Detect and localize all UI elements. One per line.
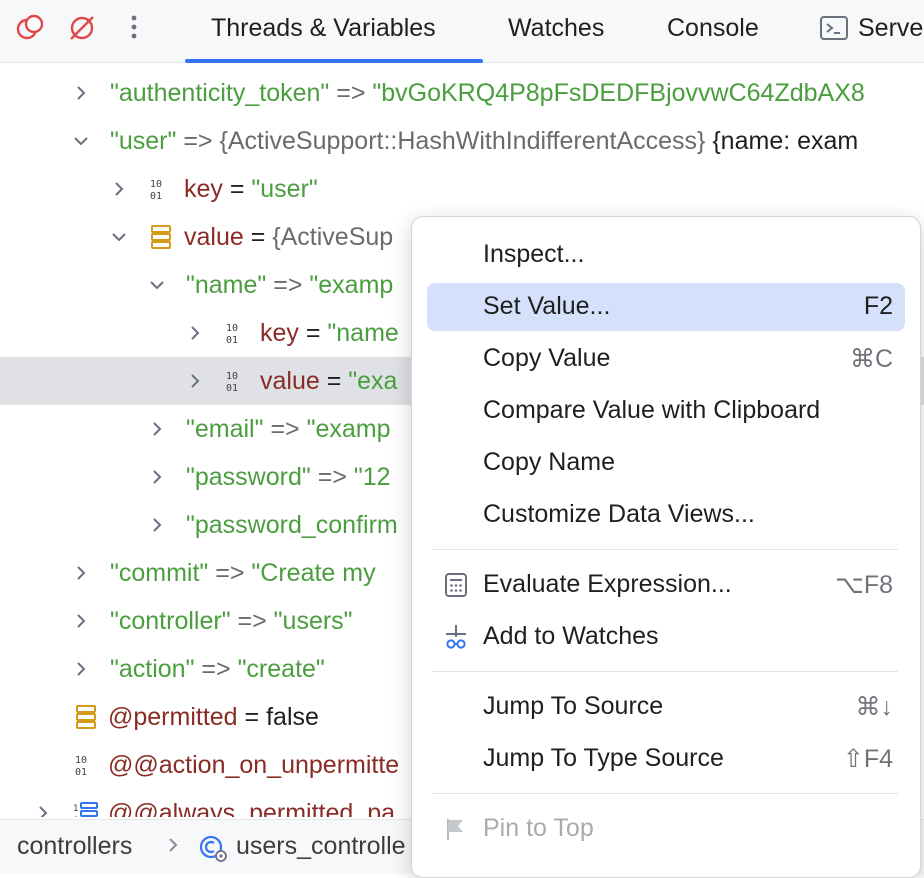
debugger-toolbar: Threads & Variables Watches Console Serv… xyxy=(0,0,924,63)
tree-row-text: value = "exa xyxy=(260,367,398,395)
svg-text:10: 10 xyxy=(75,755,87,766)
tree-row[interactable]: "action" => "create" xyxy=(0,645,924,693)
tree-row-text: key = "name xyxy=(260,319,399,347)
chevron-right-icon[interactable] xyxy=(146,466,168,488)
hash-object-icon xyxy=(73,704,99,730)
tree-row[interactable]: "commit" => "Create my xyxy=(0,549,924,597)
add-watch-icon xyxy=(443,624,469,650)
tree-row-text: "password_confirm xyxy=(186,511,398,539)
menu-item-copy-name[interactable]: Copy Name xyxy=(483,448,615,476)
chevron-down-icon[interactable] xyxy=(70,130,92,152)
tab-server[interactable]: Server xyxy=(858,14,924,42)
tree-row-text: "action" => "create" xyxy=(110,655,325,683)
tree-row-text: key = "user" xyxy=(184,175,318,203)
tree-row[interactable]: "email" => "examp xyxy=(0,405,924,453)
tree-row-text: "password" => "12 xyxy=(186,463,391,491)
chevron-right-icon[interactable] xyxy=(108,178,130,200)
svg-text:10: 10 xyxy=(150,179,162,190)
calculator-icon xyxy=(443,572,469,598)
hash-object-icon xyxy=(148,224,174,250)
tree-row-text: @permitted = false xyxy=(108,703,319,731)
tab-threads-variables[interactable]: Threads & Variables xyxy=(211,14,436,42)
terminal-icon xyxy=(818,12,850,44)
chevron-right-icon[interactable] xyxy=(70,610,92,632)
menu-item-add-to-watches[interactable]: Add to Watches xyxy=(427,613,905,661)
svg-text:10: 10 xyxy=(226,371,238,382)
tab-watches[interactable]: Watches xyxy=(508,14,605,42)
tree-row-text: value = {ActiveSup xyxy=(184,223,394,251)
chevron-right-icon[interactable] xyxy=(184,322,206,344)
chevron-right-icon[interactable] xyxy=(32,802,54,817)
tree-row[interactable]: "name" => "examp xyxy=(0,261,924,309)
tree-row[interactable]: "password_confirm xyxy=(0,501,924,549)
tree-row[interactable]: @permitted = false xyxy=(0,693,924,741)
chevron-right-icon[interactable] xyxy=(70,82,92,104)
menu-item-jump-to-source[interactable]: Jump To Source ⌘↓ xyxy=(483,692,893,721)
breadcrumb-item-controllers[interactable]: controllers xyxy=(17,832,133,860)
mute-breakpoints-icon[interactable] xyxy=(66,12,98,44)
tab-console[interactable]: Console xyxy=(667,14,759,42)
chevron-down-icon[interactable] xyxy=(146,274,168,296)
pin-icon xyxy=(443,816,469,842)
svg-text:01: 01 xyxy=(226,383,238,394)
menu-item-customize-data-views[interactable]: Customize Data Views... xyxy=(483,500,755,528)
tree-row[interactable]: value = {ActiveSup xyxy=(0,213,924,261)
active-tab-indicator xyxy=(185,59,483,63)
tree-row-text: "authenticity_token" => "bvGoKRQ4P8pFsDE… xyxy=(110,79,865,107)
tree-row-text: "email" => "examp xyxy=(186,415,391,443)
menu-item-pin-to-top: Pin to Top xyxy=(427,805,905,853)
menu-item-copy-value[interactable]: Copy Value ⌘C xyxy=(483,344,893,373)
svg-text:1: 1 xyxy=(73,804,78,814)
ruby-class-icon xyxy=(198,833,228,870)
svg-text:01: 01 xyxy=(226,335,238,346)
tree-row[interactable]: "password" => "12 xyxy=(0,453,924,501)
menu-item-compare-value[interactable]: Compare Value with Clipboard xyxy=(483,396,821,424)
tree-row[interactable]: 10 @@always_permitted_pa xyxy=(0,789,924,817)
breadcrumb-item-users-controller[interactable]: users_controlle xyxy=(236,832,406,860)
chevron-right-icon[interactable] xyxy=(146,514,168,536)
breakpoints-icon[interactable] xyxy=(15,12,47,44)
menu-separator xyxy=(432,671,898,672)
chevron-right-icon[interactable] xyxy=(70,658,92,680)
chevron-right-icon xyxy=(163,834,183,863)
tree-row[interactable]: "controller" => "users" xyxy=(0,597,924,645)
menu-item-jump-to-type-source[interactable]: Jump To Type Source ⇧F4 xyxy=(483,744,893,773)
chevron-right-icon[interactable] xyxy=(146,418,168,440)
tree-row-text: "commit" => "Create my xyxy=(110,559,376,587)
tree-row-text: "controller" => "users" xyxy=(110,607,353,635)
tree-row[interactable]: "user" => {ActiveSupport::HashWithIndiff… xyxy=(0,117,924,165)
menu-item-evaluate-expression[interactable]: Evaluate Expression... ⌥F8 xyxy=(427,561,905,609)
tree-row-text: "user" => {ActiveSupport::HashWithIndiff… xyxy=(110,127,859,155)
tree-row[interactable]: "authenticity_token" => "bvGoKRQ4P8pFsDE… xyxy=(0,69,924,117)
svg-text:0: 0 xyxy=(73,816,78,817)
svg-text:01: 01 xyxy=(150,191,162,202)
menu-separator xyxy=(432,549,898,550)
svg-text:01: 01 xyxy=(75,767,87,778)
tree-row-text: @@action_on_unpermitte xyxy=(108,751,400,779)
menu-separator xyxy=(432,793,898,794)
svg-text:10: 10 xyxy=(226,323,238,334)
context-menu: Inspect... Set Value... F2 Copy Value ⌘C… xyxy=(411,216,921,878)
tree-row-text: @@always_permitted_pa xyxy=(108,799,395,817)
menu-item-set-value[interactable]: Set Value... F2 xyxy=(427,283,905,331)
menu-item-inspect[interactable]: Inspect... xyxy=(483,240,585,268)
more-options-icon[interactable] xyxy=(118,12,150,44)
chevron-right-icon[interactable] xyxy=(70,562,92,584)
chevron-right-icon[interactable] xyxy=(184,370,206,392)
array-field-icon: 10 xyxy=(73,800,99,817)
chevron-down-icon[interactable] xyxy=(108,226,130,248)
tree-row-text: "name" => "examp xyxy=(186,271,394,299)
